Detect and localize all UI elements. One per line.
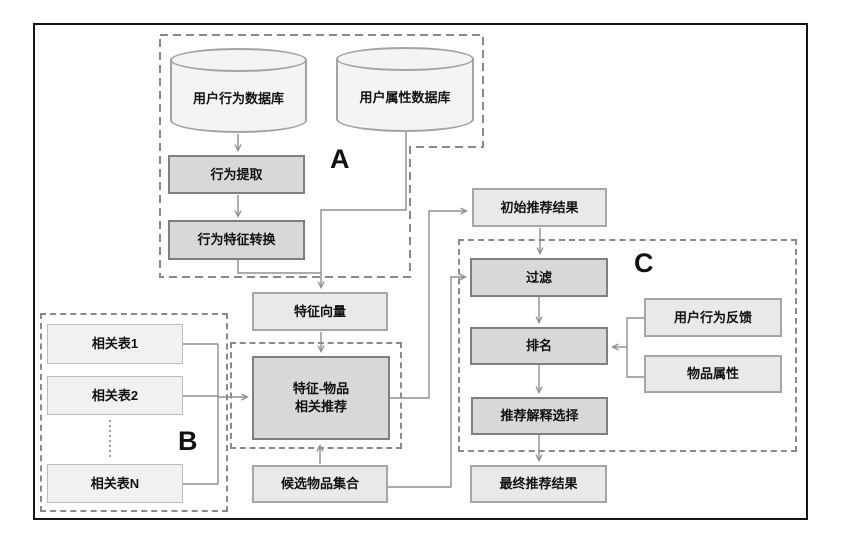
node-initial-results: 初始推荐结果 xyxy=(472,188,607,227)
node-filter: 过滤 xyxy=(470,258,608,297)
node-related-table-n: 相关表N xyxy=(47,464,183,503)
node-final-results: 最终推荐结果 xyxy=(470,465,607,503)
node-ranking: 排名 xyxy=(470,327,608,365)
node-related-table-2: 相关表2 xyxy=(47,376,183,415)
node-related-table-1: 相关表1 xyxy=(47,324,183,364)
node-item-attributes: 物品属性 xyxy=(644,355,782,393)
node-feature-item-recommendation: 特征-物品 相关推荐 xyxy=(252,356,390,440)
node-user-attribute-db: 用户属性数据库 xyxy=(336,47,474,132)
node-behavior-feature-conversion: 行为特征转换 xyxy=(168,220,305,260)
node-candidate-item-set: 候选物品集合 xyxy=(252,465,388,503)
node-feature-vector: 特征向量 xyxy=(252,292,388,331)
group-label-c: C xyxy=(634,248,654,278)
node-label: 用户行为数据库 xyxy=(192,91,284,106)
node-behavior-extraction: 行为提取 xyxy=(168,155,305,194)
node-user-behavior-feedback: 用户行为反馈 xyxy=(644,298,782,337)
group-label-b: B xyxy=(178,426,198,456)
node-user-behavior-db: 用户行为数据库 xyxy=(170,48,307,133)
node-label: 用户属性数据库 xyxy=(359,90,451,105)
group-label-a: A xyxy=(330,144,350,174)
group-b-outline xyxy=(40,313,228,512)
node-explanation-selection: 推荐解释选择 xyxy=(471,397,608,435)
